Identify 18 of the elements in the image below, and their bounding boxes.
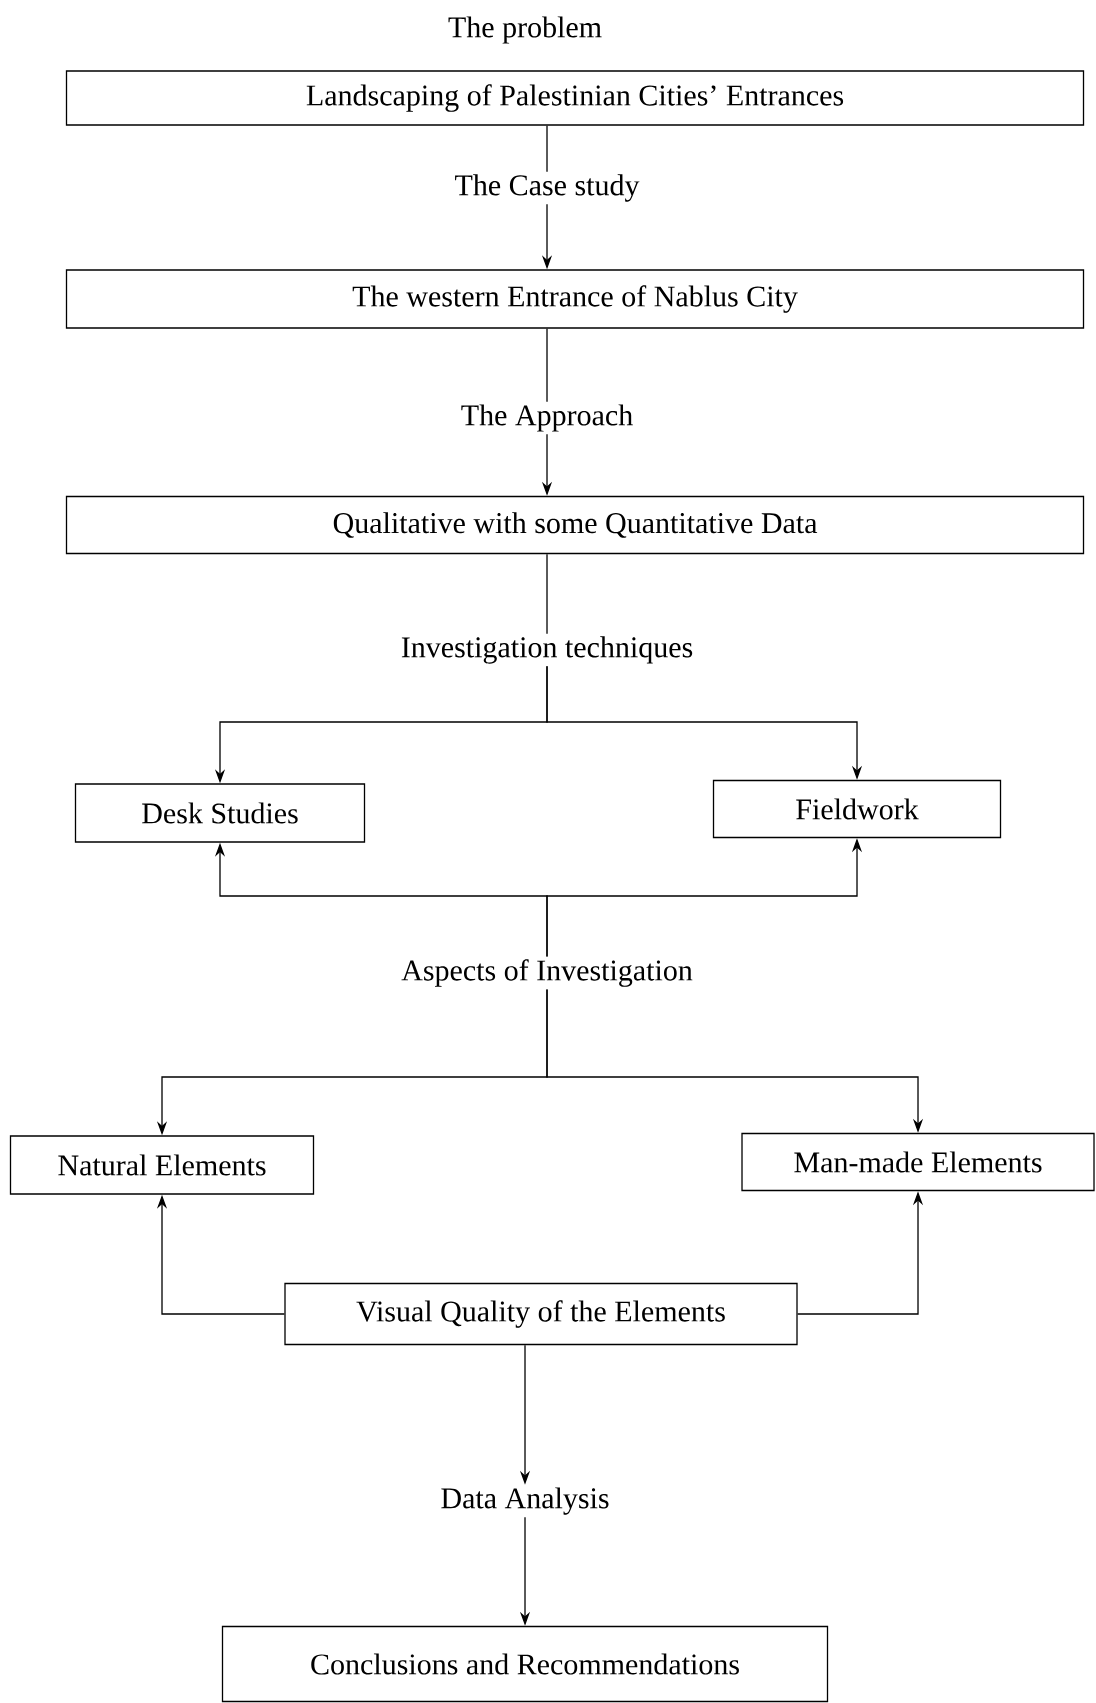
box-heading: The problem (448, 16, 602, 44)
connector-line (546, 553, 548, 635)
process-box: Visual Quality of the Elements (284, 1282, 798, 1346)
process-box: Desk Studies (74, 783, 366, 843)
step-label: Data Analysis (438, 1485, 612, 1517)
connector-line (546, 125, 548, 173)
connector-line (546, 328, 548, 403)
process-box: Natural Elements (9, 1135, 315, 1195)
process-box: Man-made Elements (741, 1132, 1095, 1192)
process-box: The western Entrance of Nablus City (65, 269, 1085, 329)
step-label: The Case study (452, 172, 642, 204)
process-box: Conclusions and Recommendations (221, 1625, 829, 1703)
step-label: The Approach (458, 402, 636, 434)
process-box: Fieldwork (712, 779, 1002, 839)
process-box: Qualitative with some Quantitative Data (65, 495, 1085, 555)
step-label: Investigation techniques (398, 634, 696, 666)
process-box: Landscaping of Palestinian Cities’ Entrances (65, 70, 1085, 126)
step-label: Aspects of Investigation (399, 957, 695, 989)
